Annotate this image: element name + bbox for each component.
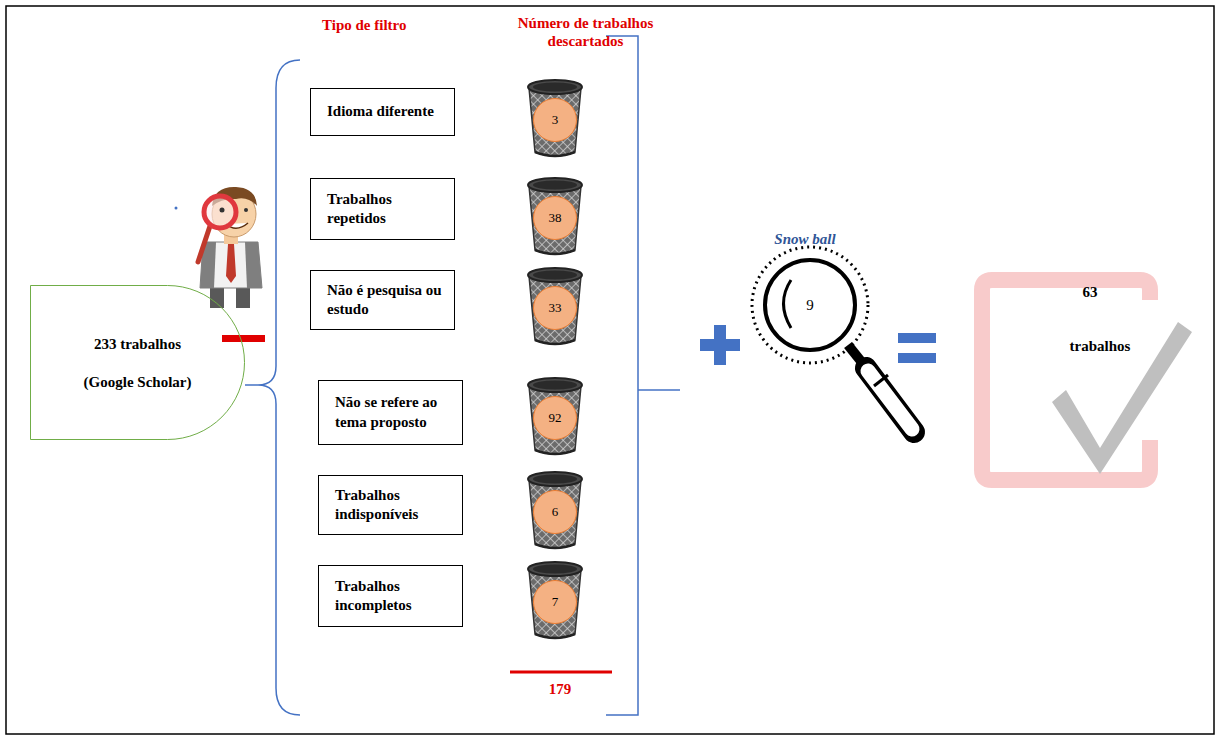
researcher-figure-part — [175, 207, 178, 210]
source-box: 233 trabalhos (Google Scholar) — [30, 285, 245, 440]
node-text: 38 — [549, 210, 562, 226]
researcher-figure — [175, 187, 263, 308]
researcher-figure-part — [204, 196, 236, 228]
plus-sign-part — [714, 325, 726, 365]
node-text: Trabalhos repetidos — [327, 190, 442, 229]
magnifier-icon — [752, 247, 914, 432]
bracket-part — [258, 60, 300, 715]
check-icon-part — [1052, 322, 1192, 474]
plus-sign — [700, 325, 740, 365]
bracket-part — [245, 384, 258, 386]
node-text: (Google Scholar) — [84, 373, 192, 391]
node-text: 7 — [552, 594, 559, 610]
researcher-figure-part — [244, 208, 248, 212]
node-text: Idioma diferente — [327, 102, 442, 122]
bracket-part — [606, 36, 638, 715]
node-text: 233 trabalhos — [94, 335, 181, 353]
total-number: 179 — [530, 680, 590, 698]
minus-sign — [222, 335, 265, 342]
node-text: 33 — [549, 300, 562, 316]
trash-cans-part — [528, 562, 582, 638]
frame — [6, 6, 1214, 734]
node-text: 63 — [1083, 283, 1098, 301]
equals-sign-part — [898, 353, 936, 363]
result-box: 63 trabalhos — [1035, 283, 1145, 393]
check-icon-part — [982, 280, 1150, 480]
header-label: Tipo de filtro — [322, 16, 462, 34]
header-label: Número de trabalhos descartados — [498, 14, 673, 50]
node-text: Não se refere ao tema proposto — [335, 393, 450, 432]
trash-cans — [528, 80, 582, 638]
node-text: 6 — [552, 504, 559, 520]
method-label: Snow ball — [755, 230, 855, 248]
lens-count: 9 — [785, 290, 835, 320]
filter-box: Não se refere ao tema proposto — [318, 380, 463, 445]
filter-box: Idioma diferente — [310, 88, 455, 136]
count-circle: 6 — [533, 490, 577, 534]
node-text: Não é pesquisa ou estudo — [327, 281, 442, 320]
node-text: 92 — [549, 410, 562, 426]
filter-box: Trabalhos indisponíveis — [318, 475, 463, 535]
trash-cans-part — [528, 80, 582, 156]
magnifier-icon-part — [765, 260, 855, 350]
equals-sign — [898, 333, 936, 363]
check-icon — [982, 280, 1192, 480]
researcher-figure-part — [220, 208, 225, 213]
magnifier-icon-part — [868, 371, 912, 429]
total-line — [510, 671, 612, 674]
magnifier-icon-part — [874, 375, 888, 386]
bracket-part — [638, 389, 680, 391]
node-text: trabalhos — [1070, 337, 1131, 355]
count-circle: 33 — [533, 286, 577, 330]
filter-box: Trabalhos incompletos — [318, 565, 463, 627]
trash-cans-part — [528, 378, 582, 454]
magnifier-icon-part — [784, 280, 792, 328]
filter-box: Não é pesquisa ou estudo — [310, 270, 455, 330]
researcher-figure-part — [245, 242, 262, 288]
count-circle: 3 — [533, 98, 577, 142]
trash-cans-part — [528, 178, 582, 254]
count-circle: 92 — [533, 396, 577, 440]
researcher-figure-part — [200, 242, 262, 288]
count-circle: 7 — [533, 580, 577, 624]
node-text: Trabalhos incompletos — [335, 577, 450, 616]
bracket — [245, 36, 680, 715]
filter-box: Trabalhos repetidos — [310, 178, 455, 240]
equals-sign-part — [898, 333, 936, 343]
magnifier-icon-part — [866, 368, 914, 432]
node-text: 3 — [552, 112, 559, 128]
node-text: Trabalhos indisponíveis — [335, 486, 450, 525]
researcher-figure-part — [198, 226, 210, 262]
node-text: 9 — [806, 297, 814, 314]
trash-cans-part — [528, 268, 582, 344]
researcher-figure-part — [226, 244, 236, 283]
count-circle: 38 — [533, 196, 577, 240]
trash-cans-part — [528, 472, 582, 548]
